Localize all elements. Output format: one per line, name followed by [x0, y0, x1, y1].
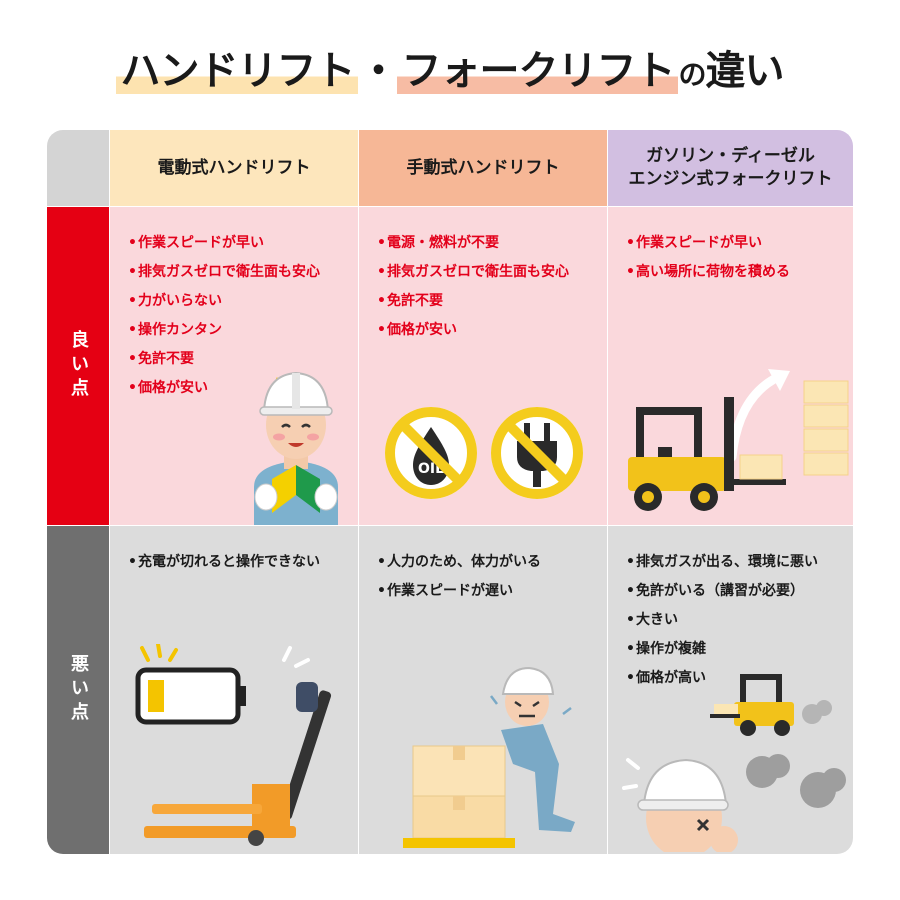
title-particle: の: [678, 58, 706, 91]
no-plug-icon: [491, 407, 583, 499]
up-arrow-icon: [727, 372, 783, 462]
list-item: 操作カンタン: [128, 316, 320, 345]
list-item: 高い場所に荷物を積める: [626, 258, 790, 287]
row-label-bad: 悪い点: [47, 526, 109, 854]
list-item: 力がいらない: [128, 287, 320, 316]
bad-list-electric: 充電が切れると操作できない: [128, 548, 320, 577]
forklift-lifting-illustration: [628, 369, 849, 511]
list-item: 操作が複雑: [626, 635, 818, 664]
title-forklift: フォークリフト: [397, 48, 679, 94]
no-oil-icon: OIL: [385, 407, 477, 499]
list-item: 排気ガスゼロで衛生面も安心: [377, 258, 569, 287]
tired-worker-pushing-illustration: [403, 666, 575, 848]
column-header-engine: ガソリン・ディーゼルエンジン式フォークリフト: [608, 130, 853, 206]
bad-cell-electric: 充電が切れると操作できない: [110, 526, 358, 854]
bad-list-engine: 排気ガスが出る、環境に悪い 免許がいる（講習が必要） 大きい 操作が複雑 価格が…: [626, 548, 818, 693]
exhaust-coughing-worker-illustration: [622, 674, 846, 852]
good-list-manual: 電源・燃料が不要 排気ガスゼロで衛生面も安心 免許不要 価格が安い: [377, 229, 569, 345]
column-header-engine-line1: ガソリン・ディーゼル: [646, 146, 815, 167]
bad-cell-manual: 人力のため、体力がいる 作業スピードが遅い: [359, 526, 607, 854]
list-item: 免許がいる（講習が必要）: [626, 577, 818, 606]
list-item: 作業スピードが早い: [626, 229, 790, 258]
list-item: 作業スピードが遅い: [377, 577, 541, 606]
list-item: 免許不要: [377, 287, 569, 316]
list-item: 免許不要: [128, 345, 320, 374]
happy-worker-illustration: [254, 371, 338, 525]
low-battery-pallet-jack-illustration: [135, 644, 332, 846]
good-cell-engine: 作業スピードが早い 高い場所に荷物を積める: [608, 207, 853, 525]
list-item: 電源・燃料が不要: [377, 229, 569, 258]
list-item: 価格が安い: [128, 374, 320, 403]
column-header-manual: 手動式ハンドリフト: [359, 130, 607, 206]
bad-cell-engine: 排気ガスが出る、環境に悪い 免許がいる（講習が必要） 大きい 操作が複雑 価格が…: [608, 526, 853, 854]
good-cell-electric: 作業スピードが早い 排気ガスゼロで衛生面も安心 力がいらない 操作カンタン 免許…: [110, 207, 358, 525]
row-label-good-text: 良い点: [68, 330, 89, 402]
good-list-electric: 作業スピードが早い 排気ガスゼロで衛生面も安心 力がいらない 操作カンタン 免許…: [128, 229, 320, 403]
list-item: 大きい: [626, 606, 818, 635]
title-handlift: ハンドリフト: [116, 48, 359, 94]
list-item: 価格が安い: [377, 316, 569, 345]
row-label-bad-text: 悪い点: [68, 654, 89, 726]
list-item: 排気ガスが出る、環境に悪い: [626, 548, 818, 577]
good-list-engine: 作業スピードが早い 高い場所に荷物を積める: [626, 229, 790, 287]
list-item: 価格が高い: [626, 664, 818, 693]
list-item: 人力のため、体力がいる: [377, 548, 541, 577]
comparison-table: 電動式ハンドリフト 手動式ハンドリフト ガソリン・ディーゼルエンジン式フォークリ…: [47, 130, 853, 854]
list-item: 作業スピードが早い: [128, 229, 320, 258]
list-item: 排気ガスゼロで衛生面も安心: [128, 258, 320, 287]
bad-list-manual: 人力のため、体力がいる 作業スピードが遅い: [377, 548, 541, 606]
page-title: ハンドリフト・フォークリフトの違い: [0, 38, 900, 96]
row-label-good: 良い点: [47, 207, 109, 525]
table-corner: [47, 130, 109, 206]
title-suffix: 違い: [705, 48, 785, 94]
title-dot: ・: [358, 48, 398, 94]
list-item: 充電が切れると操作できない: [128, 548, 320, 577]
column-header-electric: 電動式ハンドリフト: [110, 130, 358, 206]
beginner-mark-icon: [272, 465, 296, 513]
column-header-engine-line2: エンジン式フォークリフト: [628, 169, 833, 189]
good-cell-manual: 電源・燃料が不要 排気ガスゼロで衛生面も安心 免許不要 価格が安い OIL: [359, 207, 607, 525]
